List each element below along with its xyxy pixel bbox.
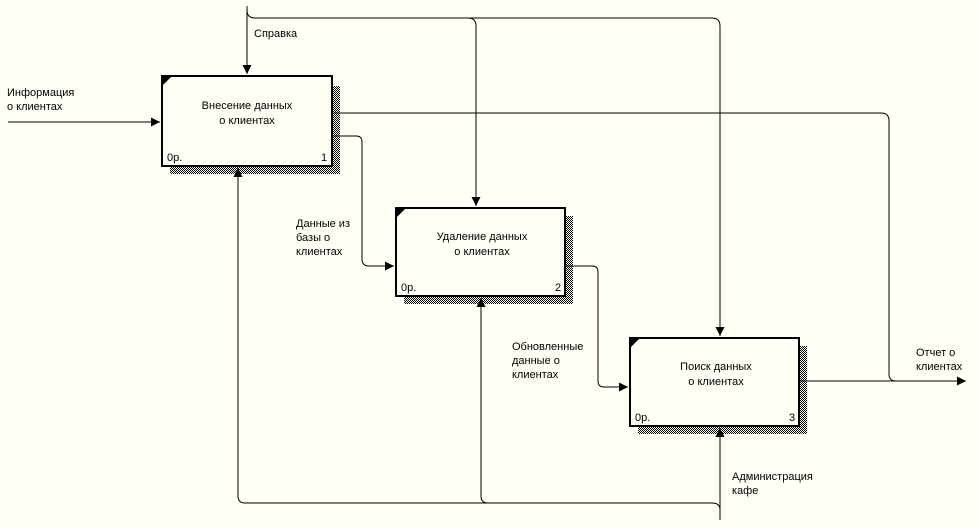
box-3-number: 3 bbox=[789, 412, 796, 424]
label-mechanism-admin: Администрация кафе bbox=[732, 471, 813, 497]
activity-box-3[interactable] bbox=[629, 337, 800, 427]
arrow-updated-data[interactable] bbox=[565, 265, 628, 392]
arrow-data-from-db[interactable] bbox=[332, 135, 394, 271]
box-1-title: Внесение данных о клиентах bbox=[201, 100, 293, 127]
activity-box-1[interactable] bbox=[161, 75, 333, 167]
box-2-number: 2 bbox=[555, 282, 562, 294]
box-3-cost: 0р. bbox=[635, 412, 651, 424]
arrow-output-box1[interactable] bbox=[332, 112, 897, 382]
label-control-help: Справка bbox=[254, 28, 298, 40]
label-data-from-db: Данные из базы о клиентах bbox=[296, 218, 350, 258]
label-updated-data: Обновленные данные о клиентах bbox=[512, 341, 584, 381]
box-1-cost: 0р. bbox=[167, 152, 183, 164]
activity-box-2[interactable] bbox=[395, 207, 566, 297]
label-output-report: Отчет о клиентах bbox=[916, 347, 963, 373]
box-2-title: Удаление данных о клиентах bbox=[436, 231, 528, 258]
box-2-cost: 0р. bbox=[401, 282, 417, 294]
label-input-info: Информация о клиентах bbox=[7, 87, 75, 113]
box-1-number: 1 bbox=[321, 152, 328, 164]
box-3-title: Поиск данных о клиентах bbox=[680, 361, 752, 388]
arrow-mechanism-branch-1[interactable] bbox=[233, 168, 488, 504]
arrow-control-help-branch-3[interactable] bbox=[468, 17, 725, 336]
